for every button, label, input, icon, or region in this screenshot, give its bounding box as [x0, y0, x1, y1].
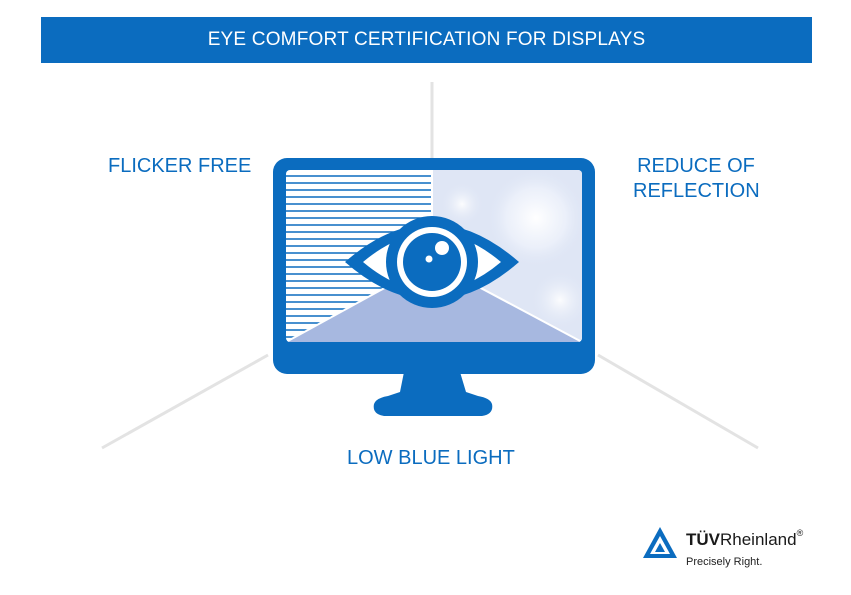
connector-lines: [101, 82, 759, 450]
page-title: EYE COMFORT CERTIFICATION FOR DISPLAYS: [207, 29, 646, 50]
title-banner: EYE COMFORT CERTIFICATION FOR DISPLAYS: [41, 17, 812, 63]
connector-left: [101, 353, 269, 450]
eye-icon: [345, 216, 519, 308]
brand-regular: Rheinland: [720, 530, 797, 549]
tuv-logo: TÜVRheinland® Precisely Right.: [642, 526, 832, 574]
monitor-stand-icon: [373, 372, 493, 416]
feature-low-blue-light: LOW BLUE LIGHT: [347, 447, 515, 469]
connector-right: [597, 353, 759, 450]
brand-name: TÜVRheinland®: [686, 528, 804, 550]
feature-reduce-reflection-line2: REFLECTION: [633, 180, 760, 202]
registered-mark: ®: [796, 528, 804, 538]
feature-reduce-reflection: REDUCE OF REFLECTION: [633, 154, 760, 204]
brand-bold: TÜV: [686, 530, 720, 549]
feature-flicker-free: FLICKER FREE: [108, 155, 252, 177]
tuv-logo-icon: [643, 527, 677, 558]
feature-reduce-reflection-line1: REDUCE OF: [637, 155, 755, 177]
brand-tagline: Precisely Right.: [686, 556, 763, 568]
